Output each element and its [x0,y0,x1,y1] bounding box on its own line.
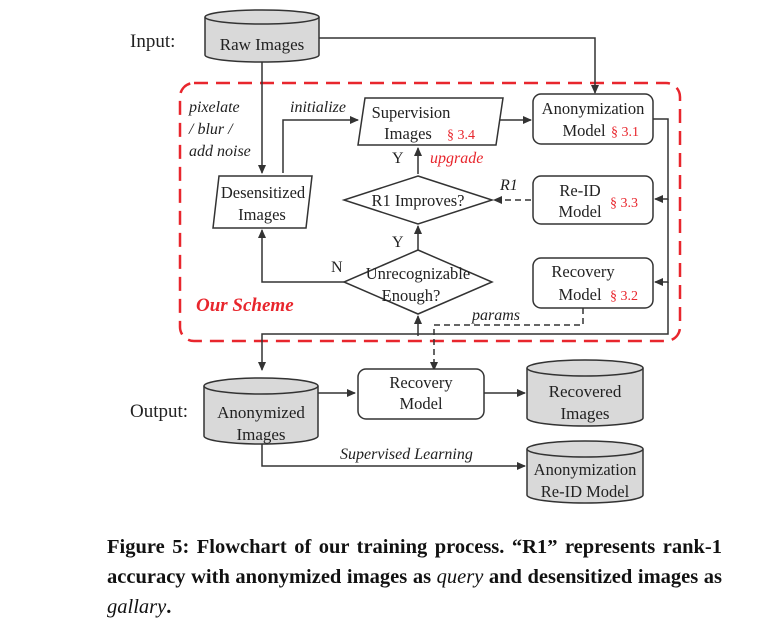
caption-text: Figure 5: Flowchart of our training proc… [107,536,722,588]
figure-caption: Figure 5: Flowchart of our training proc… [107,532,722,622]
edge-anonymization-to-reid [653,118,669,203]
caption-end: . [166,596,172,618]
svg-text:Images: Images [238,205,286,224]
svg-text:§ 3.1: § 3.1 [611,125,639,140]
svg-text:Recovery: Recovery [389,373,453,392]
svg-text:Model: Model [558,202,601,221]
svg-text:Anonymization: Anonymization [542,99,645,118]
svg-text:Images: Images [236,425,285,444]
raw-images-node: Raw Images [204,9,320,63]
initialize-label: initialize [290,99,346,116]
anonymization-model-node: Anonymization Model § 3.1 [532,93,654,145]
svg-text:Re-ID: Re-ID [559,181,600,200]
svg-text:Model: Model [558,285,601,304]
caption-mid: and desensitized images as [488,566,723,588]
output-label: Output: [130,401,188,422]
desensitized-images-node: Desensitized Images [212,175,313,229]
svg-text:Unrecognizable: Unrecognizable [366,264,470,283]
training-flowchart: Input: Raw Images pixelate / blur / add … [130,9,682,504]
transform-label-2: / blur / [188,121,234,138]
anonymized-images-node: Anonymized Images [203,377,319,445]
r1-tag: R1 [499,177,518,194]
edge-anonymization-to-recovery [654,199,669,286]
svg-text:Desensitized: Desensitized [221,183,306,202]
svg-text:Anonymization: Anonymization [534,460,637,479]
upgrade-label: upgrade [430,150,483,167]
r1-improves-decision: R1 Improves? [341,175,495,225]
recovery-model-node: Recovery Model § 3.2 [532,257,654,309]
output-recovery-model-node: Recovery Model [357,368,485,420]
svg-text:Model: Model [399,394,442,413]
svg-text:Recovery: Recovery [551,262,615,281]
svg-text:§ 3.4: § 3.4 [447,128,475,143]
svg-text:R1 Improves?: R1 Improves? [371,191,464,210]
supervised-learning-label: Supervised Learning [340,446,473,463]
our-scheme-label: Our Scheme [196,295,294,316]
decision-no: N [331,259,343,276]
recovered-images-node: Recovered Images [526,359,644,427]
anonymization-reid-node: Anonymization Re-ID Model [526,440,644,504]
edge-unrec-to-desensitized [258,229,344,283]
input-label: Input: [130,31,175,52]
reid-model-node: Re-ID Model § 3.3 [532,175,654,225]
svg-text:Images: Images [384,124,432,143]
params-label: params [471,307,520,324]
svg-text:Anonymized: Anonymized [217,403,305,422]
svg-text:Supervision: Supervision [372,103,451,122]
transform-label-3: add noise [189,143,251,160]
our-scheme-boundary [178,81,682,343]
transform-label-1: pixelate [188,99,240,116]
edge-supervised-learning [261,444,526,470]
unrecognizable-decision: Unrecognizable Enough? [342,249,494,315]
caption-query: query [436,566,484,588]
edge-anonymization-to-output [258,282,669,371]
decision-yes-mid: Y [392,234,404,251]
svg-text:Model: Model [562,121,605,140]
edge-recovery-params [430,308,584,371]
svg-text:Images: Images [560,404,609,423]
svg-text:Recovered: Recovered [549,382,622,401]
svg-text:Raw Images: Raw Images [220,35,305,54]
svg-text:§ 3.3: § 3.3 [610,196,638,211]
caption-gallary: gallary [107,596,167,618]
svg-text:§ 3.2: § 3.2 [610,289,638,304]
svg-text:Re-ID Model: Re-ID Model [541,482,630,501]
edge-desensitized-to-supervision [282,116,359,173]
decision-yes-top: Y [392,150,404,167]
edge-raw-to-anonymization [319,37,599,94]
supervision-images-node: Supervision Images § 3.4 [357,97,504,146]
svg-text:Enough?: Enough? [382,286,441,305]
